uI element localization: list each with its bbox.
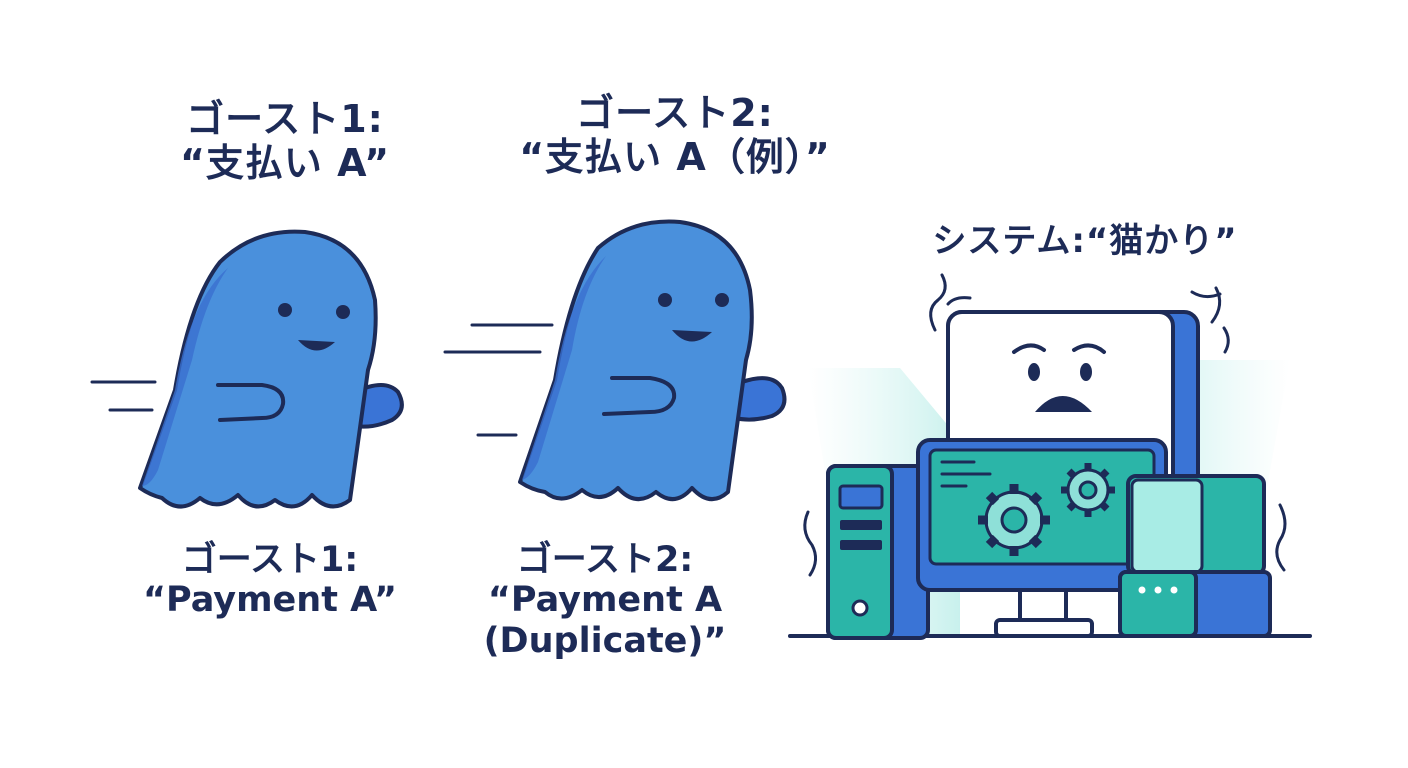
ghost2-english-label: ゴースト2: “Payment A (Duplicate)” [440,540,770,661]
server-stack [1118,474,1272,638]
gear-icon [1061,463,1115,517]
computer-icon [788,273,1312,640]
gear-icon [978,484,1050,556]
ghost2-en-line3: (Duplicate)” [483,620,727,661]
ghost2-en-line1: ゴースト2: [516,540,694,580]
ghost1-title-line1: ゴースト1: [186,97,384,141]
ghost1-en-line1: ゴースト1: [181,540,359,580]
speed-lines-icon [443,323,554,437]
ghost2-icon [443,219,787,501]
ghost1-english-label: ゴースト1: “Payment A” [100,540,440,621]
tower-left [826,464,930,640]
system-title: システム:“猫かり” [875,221,1295,261]
speed-lines-icon [90,380,157,412]
system-title-text: システム:“猫かり” [932,221,1238,261]
ghost2-title-line2: “支払い A（例）” [519,134,831,179]
ghost1-title-line2: “支払い A” [179,140,391,185]
ghost2-title-line1: ゴースト2: [576,91,774,135]
ghost1-title: ゴースト1: “支払い A” [120,97,450,185]
ghost1-en-line2: “Payment A” [143,580,397,621]
ghost2-en-line2: “Payment A [487,580,723,621]
ghost2-title: ゴースト2: “支払い A（例）” [490,91,860,179]
ghost1-icon [90,229,404,509]
